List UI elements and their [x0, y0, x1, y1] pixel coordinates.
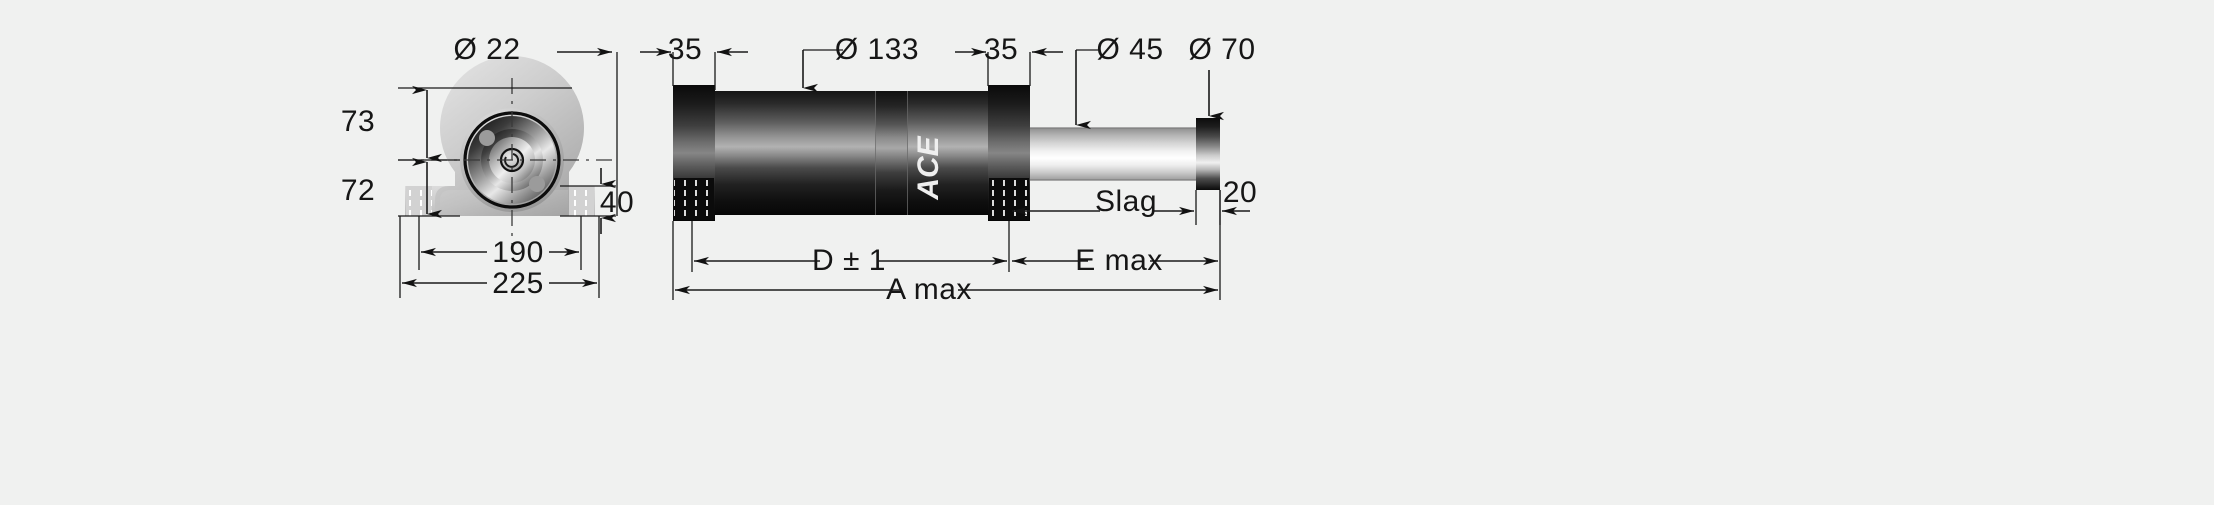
label-height-72: 72 — [341, 174, 375, 207]
label-body-diameter-133: Ø 133 — [835, 33, 919, 66]
ace-brand-label: ACE — [912, 135, 945, 200]
label-rod-diameter-45: Ø 45 — [1096, 33, 1163, 66]
bearing-snap-ring-icon — [504, 153, 520, 168]
grease-port-lower — [529, 176, 545, 192]
label-body-length-D: D ± 1 — [812, 244, 886, 277]
cylinder-barrel-section-2 — [876, 91, 908, 215]
label-height-73: 73 — [341, 105, 375, 138]
bolt-slot-left — [406, 186, 432, 216]
damper-side-view: ACE — [673, 85, 1220, 221]
label-width-225: 225 — [492, 267, 544, 300]
clamp-band-left — [674, 178, 714, 220]
label-end-cap-left-35: 35 — [668, 33, 702, 66]
rod-end-flange — [1196, 118, 1220, 190]
cylinder-barrel-section-3 — [908, 91, 988, 215]
label-flange-thickness-20: 20 — [1223, 176, 1257, 209]
label-width-190: 190 — [492, 236, 544, 269]
bearing-block-view — [398, 56, 616, 245]
right-view-dimensions — [640, 47, 1250, 300]
label-end-cap-right-35: 35 — [984, 33, 1018, 66]
label-stroke-slag: Slag — [1095, 185, 1157, 218]
label-rod-end-diameter-70: Ø 70 — [1188, 33, 1255, 66]
label-overall-A-max: A max — [886, 273, 972, 306]
label-bore-diameter: Ø 22 — [453, 33, 520, 66]
grease-port-upper — [479, 130, 495, 146]
piston-rod — [1030, 128, 1196, 180]
label-extension-E-max: E max — [1075, 244, 1163, 277]
bolt-slot-right — [568, 186, 594, 216]
clamp-band-right — [989, 178, 1029, 220]
dimension-labels: Ø 22 73 72 190 225 40 35 Ø 133 35 Ø 45 Ø… — [341, 33, 1257, 306]
cylinder-barrel-section-1 — [715, 91, 876, 215]
left-view-dimensions — [398, 47, 618, 298]
label-base-thickness-40: 40 — [600, 186, 634, 219]
